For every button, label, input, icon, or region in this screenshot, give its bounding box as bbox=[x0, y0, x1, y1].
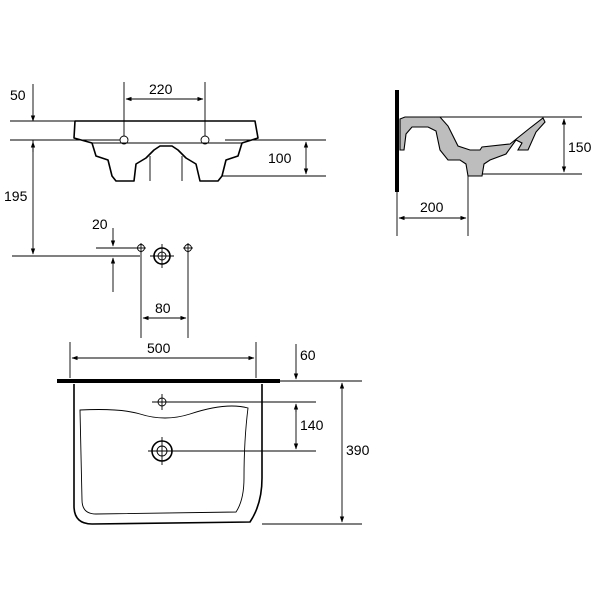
fixing-detail: 20 80 bbox=[12, 216, 193, 338]
dim-label-100: 100 bbox=[268, 150, 292, 166]
dim-label-500: 500 bbox=[147, 340, 171, 356]
dim-label-220: 220 bbox=[149, 81, 173, 97]
dim-label-20: 20 bbox=[92, 216, 108, 232]
plan-view: 500 60 140 390 bbox=[57, 340, 370, 525]
fixing-point-left bbox=[136, 243, 146, 253]
dim-label-60: 60 bbox=[300, 347, 316, 363]
front-view-basin-outline bbox=[73, 120, 259, 182]
plan-view-inner-bowl bbox=[79, 405, 249, 515]
front-view-waste-outlet bbox=[149, 156, 183, 181]
waste-hole-center bbox=[150, 244, 174, 268]
fixing-point-right bbox=[183, 243, 193, 253]
dim-label-140: 140 bbox=[300, 417, 324, 433]
side-section-view: 150 200 bbox=[395, 90, 592, 236]
dim-label-150: 150 bbox=[568, 139, 592, 155]
side-section-body bbox=[399, 116, 546, 177]
dim-label-200: 200 bbox=[420, 199, 444, 215]
plan-view-basin-outline bbox=[73, 384, 263, 525]
dim-label-80: 80 bbox=[155, 300, 171, 316]
plan-view-waste-hole bbox=[148, 437, 176, 465]
dim-label-195: 195 bbox=[4, 188, 28, 204]
front-view: 220 50 100 195 bbox=[4, 81, 326, 255]
dim-label-50: 50 bbox=[10, 87, 26, 103]
dim-label-390: 390 bbox=[346, 442, 370, 458]
